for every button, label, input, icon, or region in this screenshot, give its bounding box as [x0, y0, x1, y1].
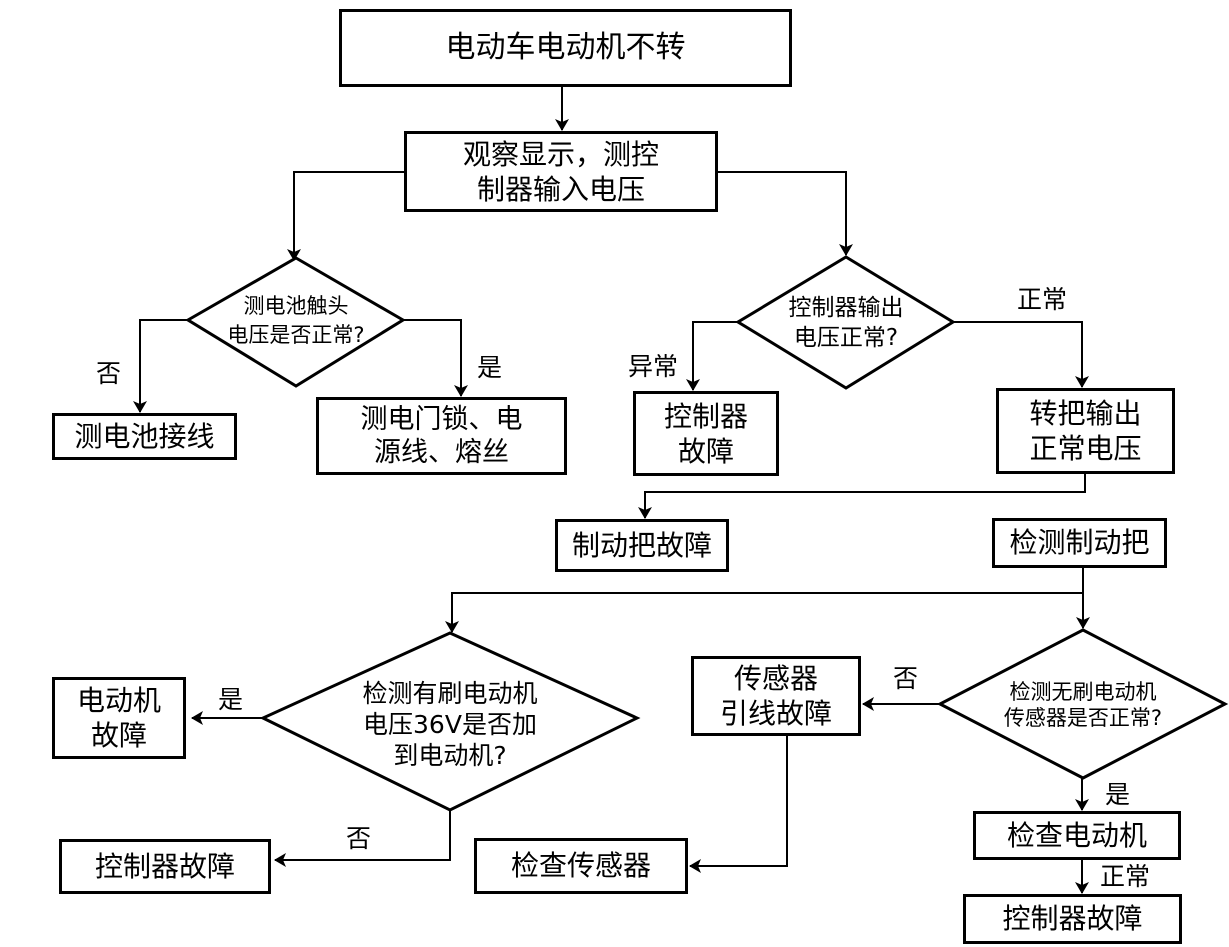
decision-battery-contact-text: 测电池触头 电压是否正常?	[227, 294, 365, 347]
label-battery-yes: 是	[477, 353, 503, 382]
label-controller-normal: 正常	[1017, 285, 1068, 314]
decision-brushless-sensor-text: 检测无刷电动机 传感器是否正常?	[1003, 680, 1163, 730]
arrow-battery-no	[133, 319, 188, 413]
decision-brushless-sensor	[936, 628, 1229, 780]
decision-battery-contact	[185, 256, 406, 388]
node-observe-display: 观察显示，测控 制器输入电压	[404, 131, 718, 212]
arrow-brake-to-brushed-question	[445, 567, 1084, 633]
node-controller-fault-2: 控制器故障	[59, 839, 271, 894]
decision-brushed-motor	[259, 631, 641, 812]
node-controller-fault-1: 控制器 故障	[633, 391, 779, 476]
decision-controller-output-text: 控制器输出 电压正常?	[788, 295, 904, 351]
label-brushed-yes: 是	[218, 685, 244, 714]
label-brushed-no: 否	[346, 824, 372, 853]
arrow-controller-normal	[953, 321, 1089, 388]
node-check-battery-wiring: 测电池接线	[52, 413, 237, 460]
arrow-controller-abnormal	[686, 321, 738, 391]
arrow-battery-yes	[403, 319, 468, 397]
node-check-motor: 检查电动机	[973, 811, 1181, 860]
node-brake-fault: 制动把故障	[555, 519, 729, 572]
node-throttle-normal: 转把输出 正常电压	[996, 388, 1175, 474]
decision-controller-output	[735, 255, 956, 390]
node-motor-fault: 电动机 故障	[52, 677, 186, 759]
arrow-throttle-to-brake-fault	[638, 473, 1086, 519]
node-sensor-lead-fault: 传感器 引线故障	[691, 656, 861, 736]
node-motor-not-turning: 电动车电动机不转	[339, 9, 792, 87]
arrow-observe-to-battery-question	[287, 171, 405, 261]
label-battery-no: 否	[96, 359, 122, 388]
label-sensor-yes: 是	[1105, 780, 1131, 809]
arrow-observe-to-controller-question	[717, 171, 853, 256]
label-motor-normal: 正常	[1100, 862, 1151, 891]
node-check-lock-fuse: 测电门锁、电 源线、熔丝	[316, 397, 567, 475]
label-controller-abnormal: 异常	[628, 352, 679, 381]
node-controller-fault-3: 控制器故障	[963, 894, 1182, 944]
arrow-brushed-no	[274, 810, 451, 867]
node-check-brake: 检测制动把	[992, 518, 1167, 568]
label-sensor-no: 否	[893, 664, 919, 693]
decision-brushed-motor-text: 检测有刷电动机 电压36V是否加 到电动机?	[362, 678, 538, 770]
arrow-sensor-lead-to-check-sensor	[689, 735, 788, 873]
node-check-sensor: 检查传感器	[474, 838, 688, 894]
